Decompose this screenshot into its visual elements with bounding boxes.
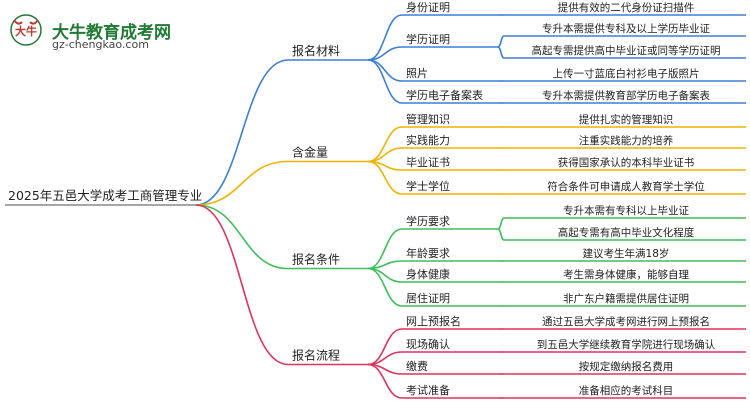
child-link [367, 126, 403, 163]
branch-link [195, 59, 289, 206]
child-label: 学历证明 [406, 32, 450, 46]
site-url: gz-chengkao.com [52, 38, 149, 51]
leaf-label: 准备相应的考试科目 [579, 384, 674, 397]
leaf-link [497, 35, 505, 48]
child-link [367, 14, 403, 61]
child-label: 管理知识 [406, 112, 450, 126]
branch-link [195, 204, 289, 366]
child-label: 身体健康 [406, 267, 450, 281]
leaf-link [497, 228, 505, 241]
leaf-label: 提供扎实的管理知识 [579, 113, 674, 126]
leaf-label: 获得国家承认的本科毕业证书 [558, 156, 695, 169]
site-logo[interactable]: 大牛 大牛教育成考网 gz-chengkao.com [8, 10, 171, 51]
leaf-label: 专升本需提供教育部学历电子备案表 [542, 89, 710, 102]
leaf-label: 按规定缴纳报名费用 [579, 360, 674, 373]
leaf-label: 专升本需有专科以上毕业证 [563, 204, 689, 217]
child-label: 缴费 [406, 359, 428, 373]
leaf-link [497, 46, 505, 59]
child-label: 网上预报名 [406, 314, 461, 328]
logo-mark: 大牛 [15, 24, 37, 38]
leaf-label: 高起专需有高中毕业文化程度 [558, 226, 695, 239]
mind-map-links [5, 14, 746, 399]
leaf-label: 非广东户籍需提供居住证明 [563, 292, 689, 305]
leaf-label: 高起专需提供高中毕业证或同等学历证明 [532, 44, 721, 57]
bull-logo-icon: 大牛 [10, 14, 42, 46]
child-label: 考试准备 [406, 383, 450, 397]
child-label: 学士学位 [406, 179, 450, 193]
leaf-label: 上传一寸蓝底白衬衫电子版照片 [553, 67, 700, 80]
child-link [367, 228, 403, 270]
leaf-label: 考生需身体健康，能够自理 [563, 268, 689, 281]
child-label: 照片 [406, 67, 428, 80]
leaf-label: 建议考生年满18岁 [583, 247, 670, 260]
child-link [367, 363, 403, 399]
leaf-label: 专升本需提供专科及以上学历毕业证 [542, 22, 710, 35]
branch-label: 报名材料 [292, 43, 340, 58]
child-link [367, 160, 403, 195]
site-name: 大牛教育成考网 [52, 23, 171, 43]
branch-label: 含金量 [292, 145, 328, 160]
child-label: 年龄要求 [406, 246, 450, 260]
child-label: 学历电子备案表 [406, 88, 483, 102]
child-link [367, 267, 403, 307]
branch-link [195, 204, 289, 270]
branch-link [195, 160, 289, 206]
leaf-label: 提供有效的二代身份证扫描件 [558, 1, 695, 14]
child-label: 身份证明 [406, 0, 450, 14]
mind-map-nodes: 2025年五邑大学成考工商管理专业 报名材料 身份证明 提供有效的二代身份证扫描件学历… [8, 0, 721, 397]
branch-label: 报名条件 [292, 252, 340, 267]
child-link [367, 59, 403, 82]
child-label: 学历要求 [406, 214, 450, 228]
leaf-link [497, 217, 505, 230]
child-label: 现场确认 [406, 337, 450, 351]
child-label: 实践能力 [406, 133, 450, 147]
child-label: 毕业证书 [406, 156, 450, 169]
leaf-label: 注重实践能力的培养 [579, 134, 674, 147]
root-label: 2025年五邑大学成考工商管理专业 [8, 188, 202, 203]
leaf-label: 通过五邑大学成考网进行网上预报名 [542, 315, 710, 328]
child-label: 居住证明 [406, 291, 450, 305]
child-link [367, 59, 403, 104]
child-link [367, 260, 403, 270]
leaf-label: 到五邑大学继续教育学院进行现场确认 [537, 338, 716, 351]
branch-label: 报名流程 [292, 348, 340, 363]
leaf-label: 符合条件可申请成人教育学士学位 [547, 180, 705, 193]
